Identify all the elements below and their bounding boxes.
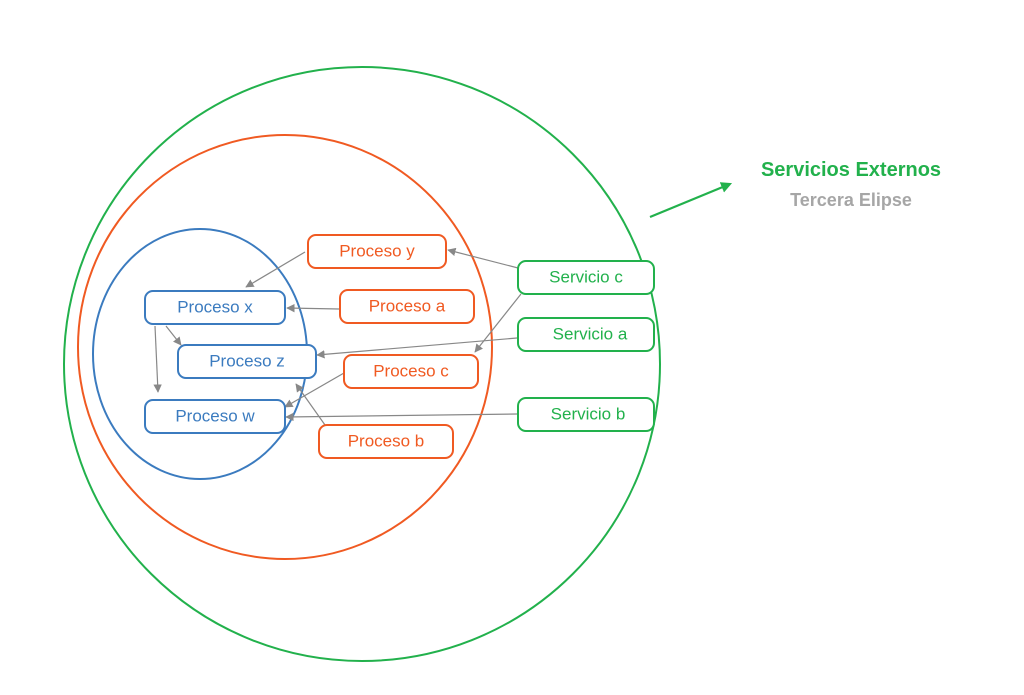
arrow-servicio-b-to-proceso-w — [285, 412, 518, 422]
node-proceso-x-box — [144, 290, 286, 325]
arrow-proceso-x-to-proceso-w — [153, 325, 162, 393]
arrow-proceso-x-to-proceso-z — [165, 325, 182, 346]
node-proceso-a[interactable]: Proceso a — [339, 289, 475, 324]
node-servicio-b[interactable]: Servicio b — [517, 397, 655, 432]
arrow-servicio-c-to-proceso-c — [474, 293, 522, 353]
arrow-servicio-a-to-proceso-z — [316, 337, 518, 359]
node-proceso-b-label: Proceso b — [348, 431, 425, 450]
node-servicio-c-label: Servicio c — [549, 267, 623, 286]
node-proceso-z-label: Proceso z — [209, 351, 285, 370]
legend-title: Servicios Externos — [761, 159, 941, 181]
node-proceso-c-box — [343, 354, 479, 389]
node-proceso-w-box — [144, 399, 286, 434]
node-proceso-y-label: Proceso y — [339, 241, 415, 260]
node-servicio-a[interactable]: Servicio a — [517, 317, 655, 352]
arrow-proceso-a-to-proceso-x — [286, 303, 340, 313]
node-proceso-a-box — [339, 289, 475, 324]
node-proceso-w[interactable]: Proceso w — [144, 399, 286, 434]
node-servicio-b-box — [517, 397, 655, 432]
arrow-proceso-c-to-proceso-w — [284, 372, 345, 408]
node-proceso-c-label: Proceso c — [373, 361, 449, 380]
node-proceso-y-box — [307, 234, 447, 269]
legend-subtitle: Tercera Elipse — [790, 190, 912, 210]
node-proceso-z[interactable]: Proceso z — [177, 344, 317, 379]
node-proceso-y[interactable]: Proceso y — [307, 234, 447, 269]
node-servicio-c-box — [517, 260, 655, 295]
legend-pointer-arrow — [649, 182, 733, 219]
node-proceso-b-box — [318, 424, 454, 459]
node-servicio-a-box — [517, 317, 655, 352]
node-servicio-a-label: Servicio a — [553, 324, 628, 343]
outer-ellipse-servicios-externos — [63, 66, 661, 662]
connector-arrows — [153, 247, 522, 426]
node-proceso-w-label: Proceso w — [175, 406, 255, 425]
middle-ellipse — [77, 134, 493, 560]
node-proceso-x-label: Proceso x — [177, 297, 253, 316]
node-proceso-z-box — [177, 344, 317, 379]
node-proceso-c[interactable]: Proceso c — [343, 354, 479, 389]
node-proceso-x[interactable]: Proceso x — [144, 290, 286, 325]
node-proceso-a-label: Proceso a — [369, 296, 446, 315]
arrow-proceso-y-to-proceso-x — [245, 251, 306, 288]
node-servicio-b-label: Servicio b — [551, 404, 626, 423]
node-proceso-b[interactable]: Proceso b — [318, 424, 454, 459]
arrow-proceso-b-to-proceso-z — [295, 383, 326, 426]
arrow-servicio-c-to-proceso-y — [447, 247, 519, 269]
node-servicio-c[interactable]: Servicio c — [517, 260, 655, 295]
